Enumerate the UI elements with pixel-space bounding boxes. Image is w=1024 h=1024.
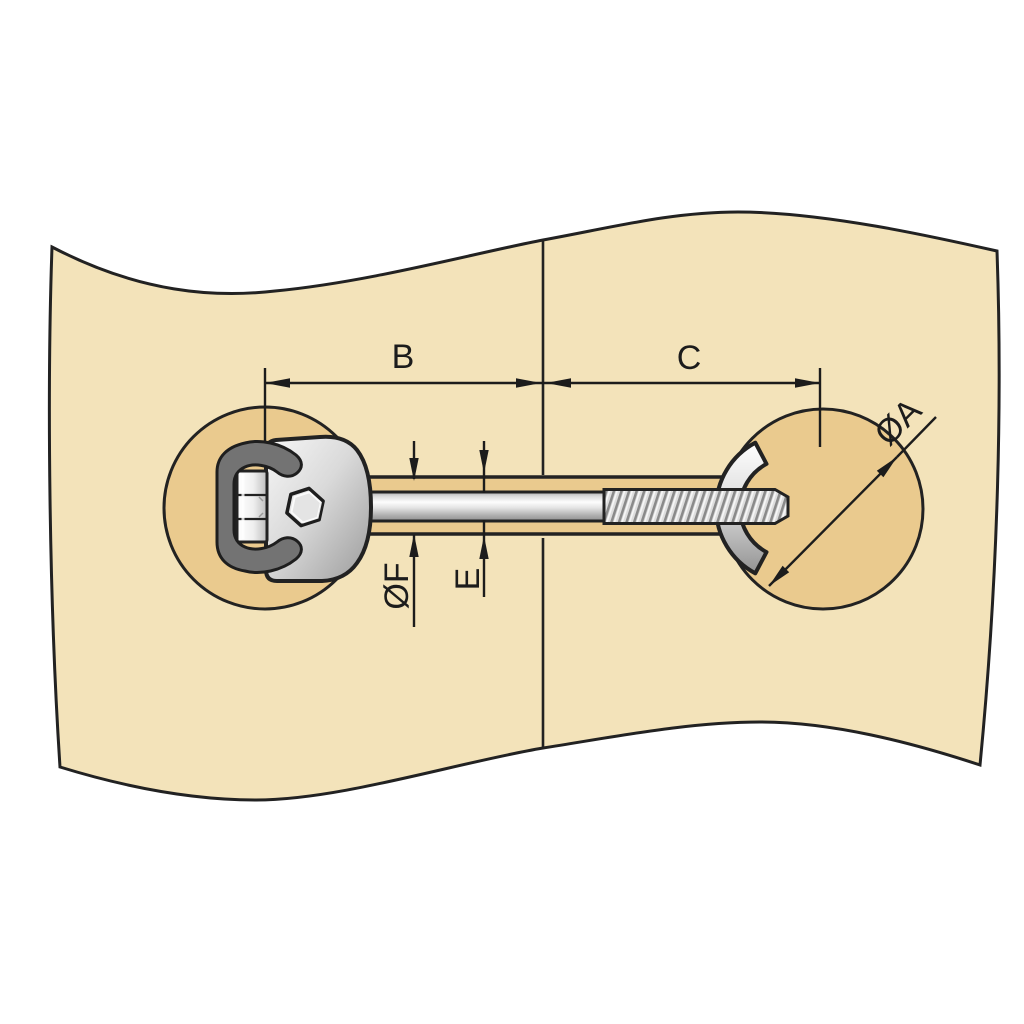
dimension-b xyxy=(263,368,820,441)
bolt-thread xyxy=(602,488,790,525)
dimension-a xyxy=(768,416,937,587)
arrow-a-upper xyxy=(876,457,897,478)
arrow-c-left xyxy=(546,378,571,388)
hex-socket xyxy=(285,486,325,528)
arrow-c-right xyxy=(795,378,820,388)
spring-clip xyxy=(215,440,303,574)
arrow-f-bottom xyxy=(409,534,419,557)
label-b: B xyxy=(392,338,415,376)
label-c: C xyxy=(677,339,702,377)
bolt-shaft xyxy=(348,490,606,523)
label-e: E xyxy=(449,568,487,591)
arrow-a-lower xyxy=(769,565,790,586)
label-f: ØF xyxy=(378,562,416,609)
arrow-e-bottom xyxy=(479,536,489,559)
arrow-b-left xyxy=(265,378,290,388)
arrow-b-right xyxy=(516,378,541,388)
cam-rack xyxy=(235,469,269,544)
arrow-f-top xyxy=(409,458,419,481)
arrow-e-top xyxy=(479,450,489,473)
